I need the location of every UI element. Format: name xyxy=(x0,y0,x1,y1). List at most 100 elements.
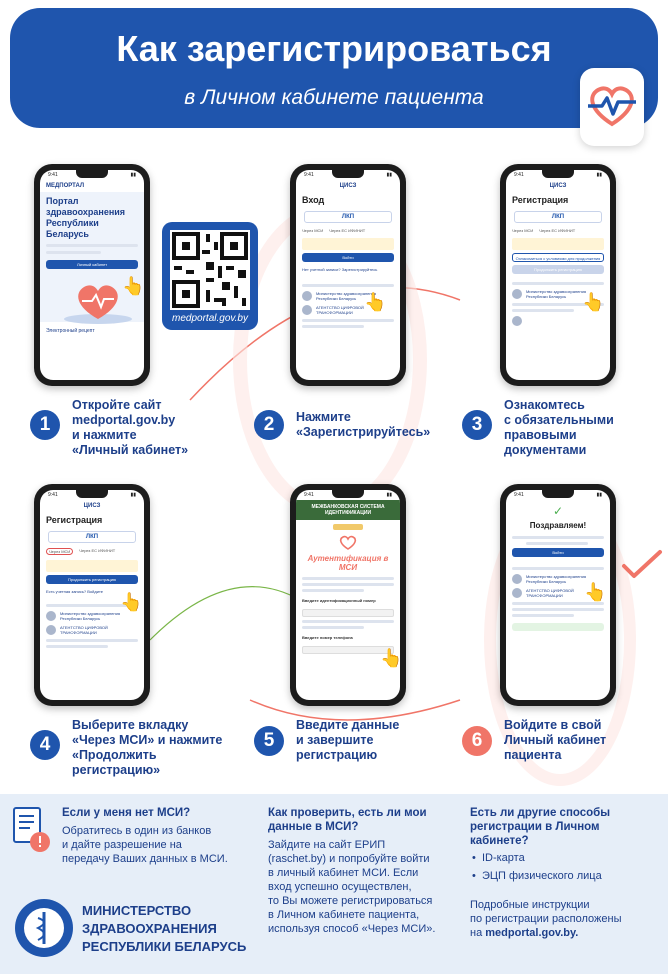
cisz-logo: ЦИСЗ xyxy=(549,183,567,189)
status-time: 9:41 xyxy=(304,172,314,178)
phone-step-4: 9:41▮▮ ЦИСЗ Регистрация ЛКП Через МСИ Че… xyxy=(34,484,150,706)
phone-step-1: 9:41▮▮ МЕДПОРТАЛ Портал здравоохранения … xyxy=(34,164,150,386)
status-time: 9:41 xyxy=(48,492,58,498)
hand-cursor-icon: 👆 xyxy=(380,648,403,668)
hand-cursor-icon: 👆 xyxy=(582,292,605,312)
status-time: 9:41 xyxy=(304,492,314,498)
phone-step-5: 9:41▮▮ МЕЖБАНКОВСКАЯ СИСТЕМА ИДЕНТИФИКАЦ… xyxy=(290,484,406,706)
org-ministry: Министерство здравоохранения Республики … xyxy=(302,291,394,301)
tab-esifinit[interactable]: Через ЕС ИФИНИТ xyxy=(79,548,116,553)
login-title: Вход xyxy=(302,195,325,205)
qr-code-icon xyxy=(172,232,248,308)
hand-cursor-icon: 👆 xyxy=(122,276,145,296)
hand-cursor-icon: 👆 xyxy=(584,582,607,602)
login-link[interactable]: Есть учетная запись? Войдите xyxy=(46,589,103,594)
login-button[interactable]: Войти xyxy=(302,253,394,262)
lkp-chip: ЛКП xyxy=(514,211,602,223)
org-ministry: Министерство здравоохранения Республики … xyxy=(512,574,604,584)
heart-logo-card xyxy=(580,68,644,146)
org-agency: АГЕНТСТВО ЦИФРОВОЙ ТРАНСФОРМАЦИИ xyxy=(46,625,138,635)
document-warning-icon xyxy=(13,807,50,852)
step-number-5: 5 xyxy=(254,726,284,756)
phone-input[interactable] xyxy=(302,646,394,654)
qr-card: medportal.gov.by xyxy=(162,222,258,330)
page-title: Как зарегистрироваться xyxy=(116,28,552,69)
tab-msi[interactable]: Через МСИ xyxy=(46,548,74,555)
tab-msi[interactable]: Через МСИ xyxy=(512,228,534,233)
step-number-6: 6 xyxy=(462,726,492,756)
lkp-chip: ЛКП xyxy=(48,531,136,543)
org-agency: АГЕНТСТВО ЦИФРОВОЙ ТРАНСФОРМАЦИИ xyxy=(512,588,604,598)
e-recipe-link[interactable]: Электронный рецепт xyxy=(46,328,95,334)
warning-box xyxy=(46,560,138,572)
phone-screen-6: 9:41▮▮ ✓ Поздравляем! Войти Министерство… xyxy=(506,490,610,700)
org-item xyxy=(512,316,604,326)
medportal-link[interactable]: medportal.gov.by. xyxy=(485,927,579,939)
phone-step-2: 9:41▮▮ ЦИСЗ Вход ЛКП Через МСИ Через ЕС … xyxy=(290,164,406,386)
warning-box xyxy=(512,238,604,250)
medportal-logo: МЕДПОРТАЛ xyxy=(46,183,85,189)
registration-title: Регистрация xyxy=(46,515,103,525)
step-number-2: 2 xyxy=(254,410,284,440)
heart-icon xyxy=(64,285,132,324)
step-4-text: Выберите вкладку«Через МСИ» и нажмите«Пр… xyxy=(72,718,223,777)
continue-registration-button[interactable]: Продолжить регистрацию xyxy=(512,265,604,274)
tab-esifinit[interactable]: Через ЕС ИФИНИТ xyxy=(329,228,366,233)
personal-cabinet-button[interactable]: Личный кабинет xyxy=(46,260,138,269)
login-button[interactable]: Войти xyxy=(512,548,604,557)
qr-code[interactable] xyxy=(170,230,250,310)
org-ministry: Министерство здравоохранения Республики … xyxy=(512,289,604,299)
portal-title: Портал здравоохранения Республики Белару… xyxy=(46,196,126,239)
cisz-logo: ЦИСЗ xyxy=(83,503,101,509)
qr-url: medportal.gov.by xyxy=(172,313,248,324)
tab-msi[interactable]: Через МСИ xyxy=(302,228,324,233)
phone-screen-1: 9:41▮▮ МЕДПОРТАЛ Портал здравоохранения … xyxy=(40,170,144,380)
info-section xyxy=(0,794,668,974)
heart-logo-icon xyxy=(339,535,357,550)
hero-section: Портал здравоохранения Республики Белару… xyxy=(40,192,144,324)
checkmark-icon: ✓ xyxy=(552,504,564,518)
tab-esifinit[interactable]: Через ЕС ИФИНИТ xyxy=(539,228,576,233)
no-msi-title: Если у меня нет МСИ? xyxy=(62,807,191,819)
id-number-label: Введите идентификационный номер xyxy=(302,598,376,603)
lkp-chip: ЛКП xyxy=(304,211,392,223)
org-agency: АГЕНТСТВО ЦИФРОВОЙ ТРАНСФОРМАЦИИ xyxy=(302,305,394,315)
continue-registration-button[interactable]: Продолжить регистрацию xyxy=(46,575,138,584)
page-subtitle: в Личном кабинете пациента xyxy=(184,86,484,109)
bullet-id-card: • ID-карта xyxy=(472,852,525,864)
register-link[interactable]: Нет учетной записи? Зарегистрируйтесь xyxy=(302,267,378,272)
org-ministry: Министерство здравоохранения Республики … xyxy=(46,611,138,621)
step-number-1: 1 xyxy=(30,410,60,440)
success-toast xyxy=(512,623,604,631)
login-tabs: Через МСИ Через ЕС ИФИНИТ xyxy=(296,226,400,235)
warning-box xyxy=(302,238,394,250)
status-time: 9:41 xyxy=(48,172,58,178)
bullet-eds: • ЭЦП физического лица xyxy=(472,870,602,882)
phone-step-6: 9:41▮▮ ✓ Поздравляем! Войти Министерство… xyxy=(500,484,616,706)
header-banner: Как зарегистрироваться в Личном кабинете… xyxy=(10,8,658,128)
hand-cursor-icon: 👆 xyxy=(364,292,387,312)
phone-label: Введите номер телефона xyxy=(302,635,353,640)
lang-switch xyxy=(296,524,400,530)
status-time: 9:41 xyxy=(514,492,524,498)
hand-cursor-icon: 👆 xyxy=(120,592,143,612)
step-number-4: 4 xyxy=(30,730,60,760)
registration-tabs: Через МСИ Через ЕС ИФИНИТ xyxy=(40,546,144,557)
phone-screen-5: 9:41▮▮ МЕЖБАНКОВСКАЯ СИСТЕМА ИДЕНТИФИКАЦ… xyxy=(296,490,400,700)
ministry-emblem-icon xyxy=(15,899,73,957)
terms-button[interactable]: Ознакомиться с условиями для продолжения xyxy=(512,253,604,262)
congrats-title: Поздравляем! xyxy=(529,521,587,530)
registration-tabs: Через МСИ Через ЕС ИФИНИТ xyxy=(506,226,610,235)
id-number-input[interactable] xyxy=(302,609,394,617)
check-msi-text: Зайдите на сайт ЕРИП(raschet.by) и попро… xyxy=(268,839,436,935)
heart-pulse-icon xyxy=(588,86,636,127)
phone-screen-4: 9:41▮▮ ЦИСЗ Регистрация ЛКП Через МСИ Че… xyxy=(40,490,144,700)
